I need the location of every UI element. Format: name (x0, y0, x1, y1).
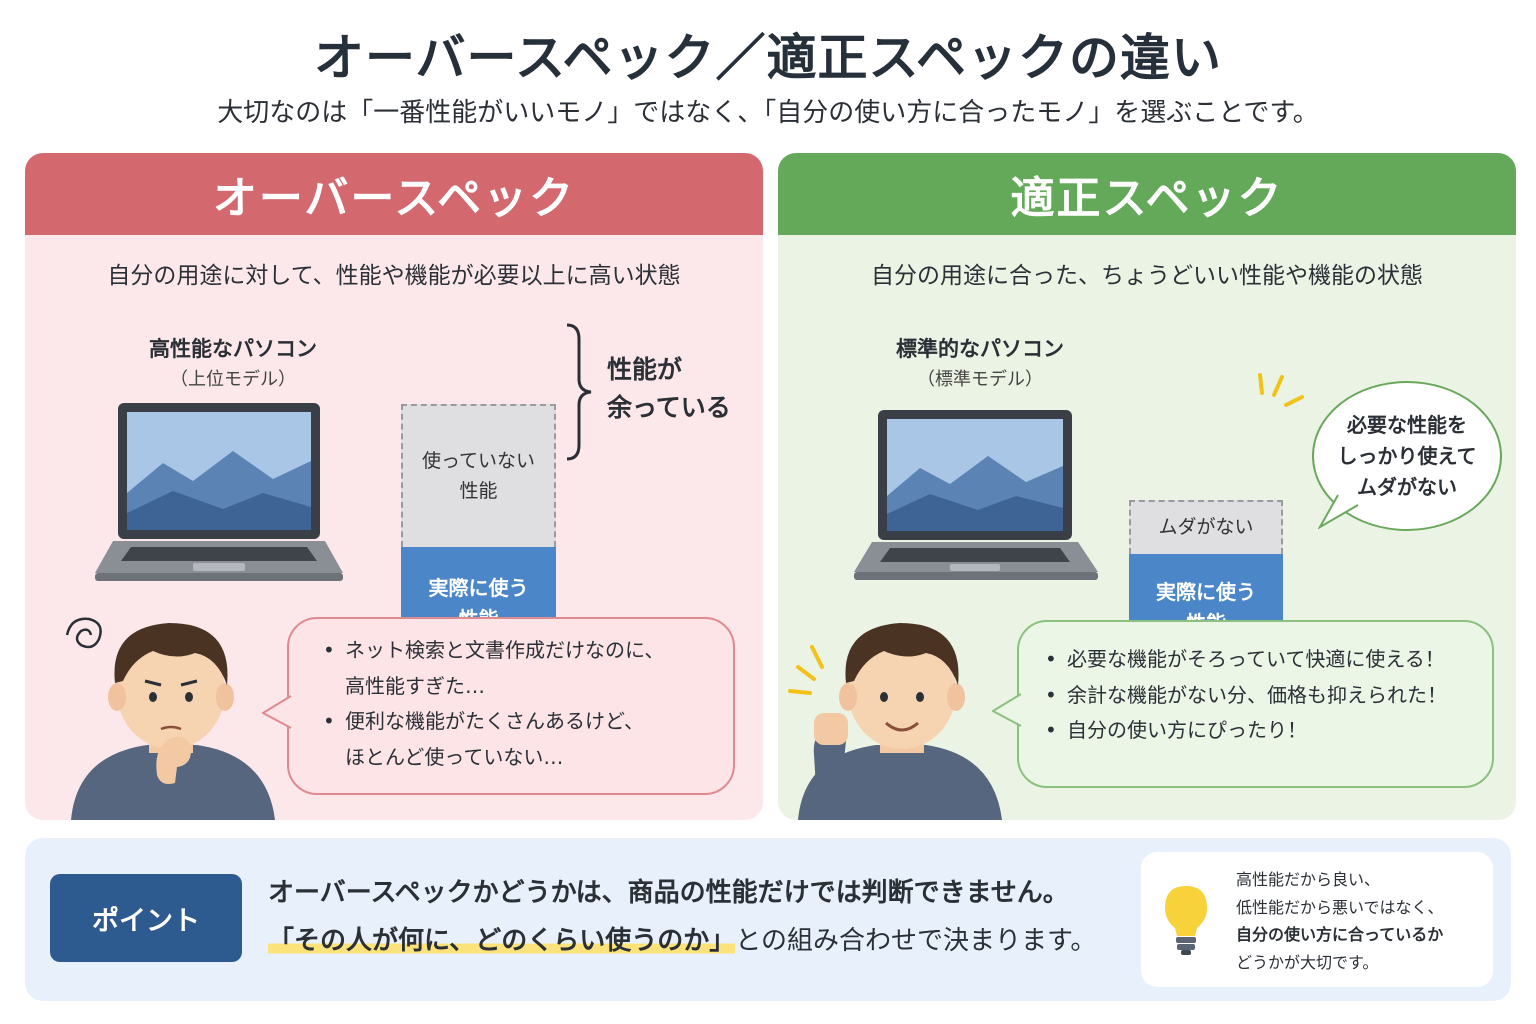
tip-line-1: 高性能だから良い、 (1236, 870, 1381, 889)
tip-box: 高性能だから良い、 低性能だから悪いではなく、 自分の使い方に合っているか どう… (1141, 852, 1493, 987)
point-statement: オーバースペックかどうかは、商品の性能だけでは判断できません。 (268, 878, 1069, 908)
no-waste-block: ムダがない (1129, 500, 1283, 554)
unused-performance-label: 使っていない 性能 (421, 450, 536, 502)
lightbulb-icon (1165, 886, 1207, 955)
laptop-title-standard: 標準的なパソコン (896, 337, 1064, 361)
proper-comment-1: 必要な機能がそろっていて快適に使える！ (1043, 642, 1482, 678)
proper-spec-comment-bubble: 必要な機能がそろっていて快適に使える！ 余計な機能がない分、価格も抑えられた！ … (1017, 620, 1494, 788)
speech-tail-icon (1318, 493, 1360, 529)
tip-line-4: どうかが大切です。 (1236, 952, 1379, 972)
tip-line-3: 自分の使い方に合っているか (1236, 925, 1444, 945)
proper-comment-2: 余計な機能がない分、価格も抑えられた！ (1043, 678, 1482, 714)
proper-spec-panel: 適正スペック 自分の用途に合った、ちょうどいい性能や機能の状態 標準的なパソコン… (778, 153, 1516, 820)
overspec-heading: オーバースペック (25, 153, 763, 235)
no-waste-label: ムダがない (1158, 516, 1254, 539)
laptop-icon (854, 410, 1098, 580)
overspec-comment-2: 便利な機能がたくさんあるけど、 ほとんど使っていない… (321, 704, 723, 775)
overspec-comment-bubble: ネット検索と文書作成だけなのに、 高性能すぎた… 便利な機能がたくさんあるけど、… (287, 617, 735, 795)
proper-spec-description: 自分の用途に合った、ちょうどいい性能や機能の状態 (871, 263, 1423, 289)
laptop-icon (95, 403, 343, 581)
point-badge: ポイント (50, 874, 242, 962)
surplus-performance-label: 性能が 余っている (607, 355, 731, 422)
laptop-title-high: 高性能なパソコン (149, 337, 317, 361)
point-section: ポイント オーバースペックかどうかは、商品の性能だけでは判断できません。 「その… (25, 838, 1511, 1001)
overspec-comment-1: ネット検索と文書作成だけなのに、 高性能すぎた… (321, 633, 723, 704)
page-subtitle: 大切なのは「一番性能がいいモノ」ではなく、「自分の使い方に合ったモノ」を選ぶこと… (217, 98, 1319, 128)
satisfied-person-icon (788, 623, 1002, 820)
unused-performance-block: 使っていない 性能 (401, 404, 556, 547)
bubble-tail-right (992, 693, 1022, 727)
point-highlight: 「その人が何に、どのくらい使うのか」 (268, 926, 736, 956)
brace-icon (566, 323, 592, 461)
confused-person-icon (65, 617, 275, 820)
laptop-subtitle-standard: （標準モデル） (917, 369, 1043, 390)
point-conclusion: 「その人が何に、どのくらい使うのか」との組み合わせで決まります。 (268, 920, 1096, 957)
overspec-panel: オーバースペック 自分の用途に対して、性能や機能が必要以上に高い状態 高性能なパ… (25, 153, 763, 820)
overspec-description: 自分の用途に対して、性能や機能が必要以上に高い状態 (107, 263, 681, 289)
page-title: オーバースペック／適正スペックの違い (314, 29, 1222, 87)
point-conclusion-rest: との組み合わせで決まります。 (735, 926, 1097, 956)
sparkle-icon (1258, 373, 1304, 407)
proper-comment-3: 自分の使い方にぴったり！ (1043, 713, 1482, 749)
proper-spec-heading: 適正スペック (778, 153, 1516, 235)
bubble-tail-left (262, 695, 292, 729)
laptop-subtitle-high: （上位モデル） (170, 369, 296, 390)
tip-line-2: 低性能だから悪いではなく、 (1236, 897, 1444, 917)
tip-text: 高性能だから良い、 低性能だから悪いではなく、 自分の使い方に合っているか どう… (1236, 866, 1444, 976)
